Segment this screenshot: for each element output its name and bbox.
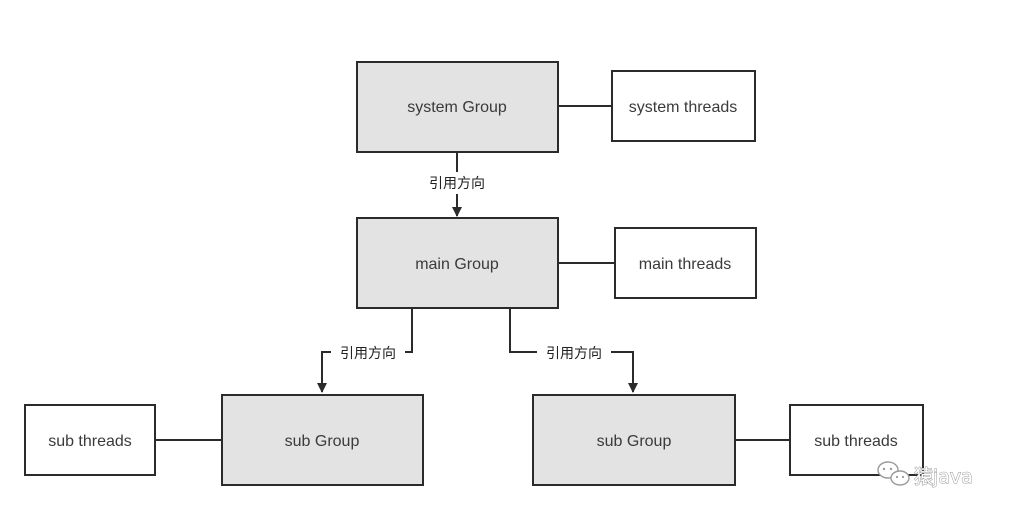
system-group-box: [356, 61, 559, 153]
sub-threads-right-box: [789, 404, 924, 476]
watermark: 猿java: [877, 461, 973, 489]
system-threads-box: [611, 70, 756, 142]
sub-group-right-label: sub Group: [597, 433, 672, 450]
sub-group-right-box: [532, 394, 736, 486]
system-threads-label: system threads: [629, 99, 737, 116]
edge-label-main-to-sub-right: 引用方向: [546, 346, 602, 362]
edge-label-bg: [331, 342, 405, 364]
wechat-icon: [877, 461, 910, 486]
edge-label-system-to-main: 引用方向: [429, 176, 485, 192]
edge-label-bg: [422, 172, 494, 194]
main-threads-label: main threads: [639, 256, 732, 273]
main-group-label: main Group: [415, 256, 499, 273]
watermark-text: 猿java: [914, 466, 973, 488]
system-group-label: system Group: [407, 99, 507, 116]
sub-threads-right-label: sub threads: [814, 433, 898, 450]
sub-threads-left-box: [24, 404, 156, 476]
sub-threads-left-label: sub threads: [48, 433, 132, 450]
sub-group-left-box: [221, 394, 424, 486]
sub-group-left-label: sub Group: [285, 433, 360, 450]
edge-label-bg: [537, 342, 611, 364]
edge-label-main-to-sub-left: 引用方向: [340, 346, 396, 362]
main-group-box: [356, 217, 559, 309]
main-threads-box: [614, 227, 757, 299]
